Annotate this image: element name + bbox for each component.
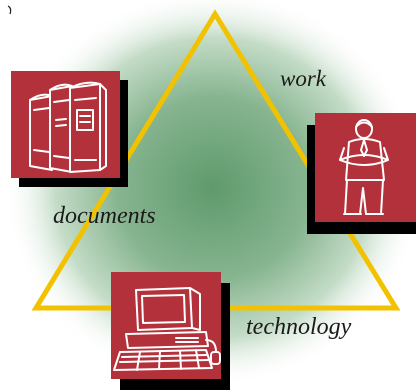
documents-label: documents <box>53 203 156 229</box>
technology-tile <box>111 272 230 390</box>
corner-mark <box>7 5 12 15</box>
worker-icon <box>339 119 389 215</box>
documents-tile <box>11 71 128 187</box>
work-label: work <box>280 66 326 91</box>
books-icon <box>29 81 107 173</box>
technology-label: technology <box>246 314 352 340</box>
computer-icon <box>113 287 221 371</box>
work-tile <box>307 113 416 234</box>
